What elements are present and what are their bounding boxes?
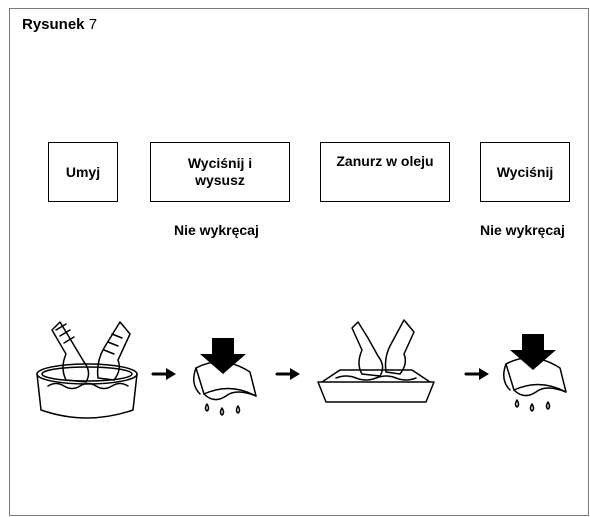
step-label-wash: Umyj — [65, 163, 101, 180]
figure-label: Rysunek — [22, 16, 85, 33]
step-box-dip-oil: Zanurz w oleju — [320, 142, 450, 202]
press-down-arrow-icon — [200, 338, 246, 374]
figure-frame — [9, 8, 589, 516]
left-hand — [51, 321, 90, 383]
step-label-squeeze: Wyciśnij — [496, 163, 554, 180]
left-hand — [351, 321, 384, 377]
water-drop-icon — [529, 403, 535, 412]
step-box-squeeze: Wyciśnij — [480, 142, 570, 202]
bowl-body — [36, 373, 138, 419]
figure-title: Rysunek 7 — [22, 16, 97, 33]
cloth-fold — [513, 387, 567, 397]
right-hand — [96, 321, 131, 381]
step-label-squeeze-dry: Wyciśnij i wysusz — [187, 155, 253, 188]
right-hand-fingers — [103, 333, 123, 355]
tray-body — [317, 381, 435, 403]
cloth-fold — [203, 391, 257, 401]
arrow-right-icon — [275, 368, 300, 380]
right-hand — [384, 319, 415, 375]
water-drop-icon — [545, 401, 551, 410]
arrow-right-icon — [151, 368, 176, 380]
arrow-right-icon — [464, 368, 489, 380]
water-drop-icon — [514, 399, 520, 408]
note-do-not-wring-2: Nie wykręcaj — [480, 222, 565, 238]
step-box-wash: Umyj — [48, 142, 118, 202]
squeezing-cloth-illustration-2 — [503, 334, 567, 412]
water-drop-icon — [235, 405, 241, 414]
step-box-squeeze-dry: Wyciśnij i wysusz — [150, 142, 290, 202]
step-label-dip-oil: Zanurz w oleju — [336, 153, 434, 169]
oil-tray-illustration — [317, 319, 435, 403]
water-drop-icon — [219, 407, 225, 416]
squeezing-cloth-illustration-1 — [193, 338, 257, 416]
water-drop-icon — [204, 403, 210, 412]
left-hand-fingers — [55, 323, 75, 344]
cloth-side — [193, 367, 201, 395]
washing-bowl-illustration — [36, 321, 138, 419]
tray-rim — [321, 369, 431, 383]
note-do-not-wring-1: Nie wykręcaj — [174, 222, 259, 238]
oil-surface — [335, 375, 417, 381]
figure-number: 7 — [88, 16, 98, 33]
press-down-arrow-icon — [510, 334, 556, 370]
cloth-side — [503, 363, 511, 391]
water-ripple — [47, 382, 129, 390]
